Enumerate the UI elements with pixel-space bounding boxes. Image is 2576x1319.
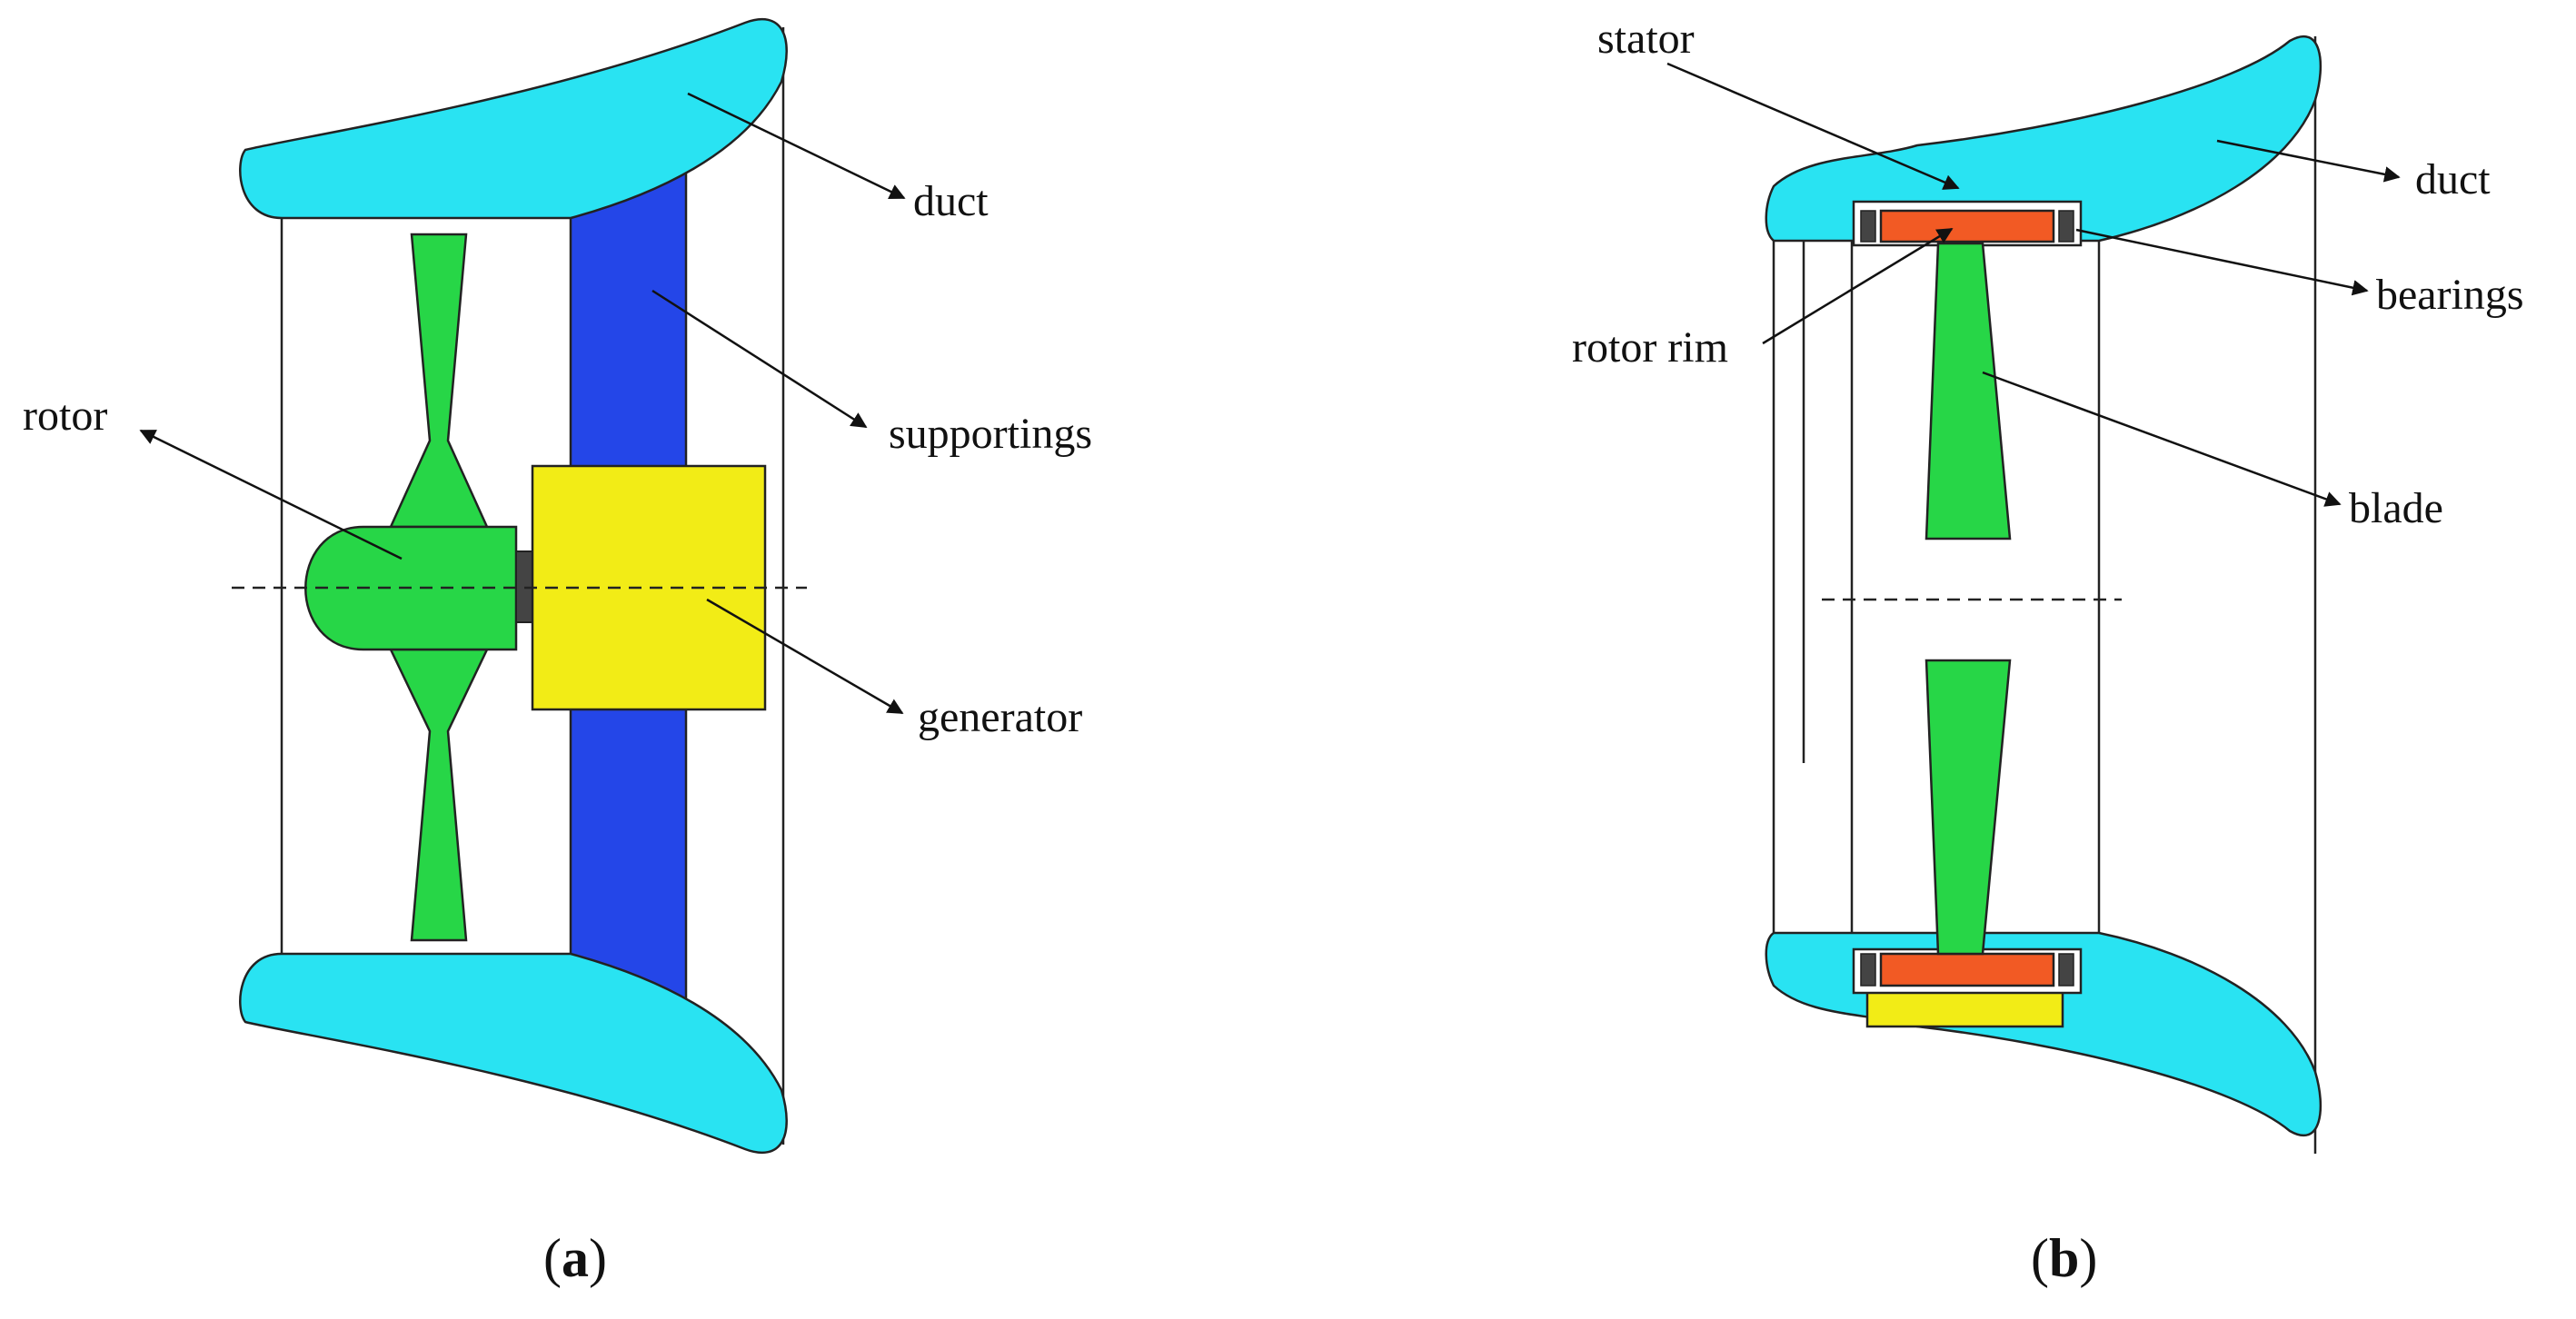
label-bearings: bearings bbox=[2376, 271, 2524, 319]
rotor-leader bbox=[139, 429, 403, 560]
duct-top-b bbox=[1765, 35, 2322, 243]
label-duct-b: duct bbox=[2415, 155, 2491, 203]
duct-bottom bbox=[239, 952, 788, 1155]
label-stator: stator bbox=[1597, 15, 1695, 63]
panel-a: duct supportings rotor generator (a) bbox=[23, 17, 1092, 1288]
generator-leader bbox=[706, 598, 904, 715]
bearing-bottom-right bbox=[2058, 953, 2074, 987]
supportings-leader bbox=[651, 289, 868, 429]
bearings-leader bbox=[2075, 228, 2369, 296]
duct-leader-a bbox=[687, 92, 906, 200]
blade-bottom bbox=[1925, 659, 2012, 956]
rotor-rim-leader bbox=[1762, 227, 1954, 345]
bearing-bottom-left bbox=[1860, 953, 1876, 987]
label-blade: blade bbox=[2349, 484, 2443, 532]
caption-b: (b) bbox=[2031, 1228, 2097, 1288]
stator-leader bbox=[1666, 62, 1960, 190]
duct-leader-b bbox=[2216, 139, 2401, 183]
rotor-rim-bottom bbox=[1879, 952, 2055, 987]
panel-b-frame bbox=[1772, 36, 2317, 1154]
label-rotor-rim: rotor rim bbox=[1572, 323, 1728, 372]
panel-a-frame bbox=[280, 27, 785, 1145]
rotor-rim-top bbox=[1879, 209, 2055, 243]
rotor-blade-top bbox=[389, 233, 489, 529]
blade-leader bbox=[1982, 371, 2342, 507]
label-generator: generator bbox=[918, 693, 1082, 741]
label-duct-a: duct bbox=[913, 177, 989, 225]
bearing-top-right bbox=[2058, 210, 2074, 243]
blade-top bbox=[1925, 242, 2012, 540]
panel-b: stator duct bearings rotor rim blade (b) bbox=[1572, 15, 2524, 1288]
rotor-blade-bottom bbox=[389, 648, 489, 942]
label-rotor: rotor bbox=[23, 392, 107, 440]
label-supportings: supportings bbox=[889, 410, 1092, 458]
caption-a: (a) bbox=[543, 1228, 607, 1288]
bearing-top-left bbox=[1860, 210, 1876, 243]
duct-top bbox=[239, 17, 788, 220]
